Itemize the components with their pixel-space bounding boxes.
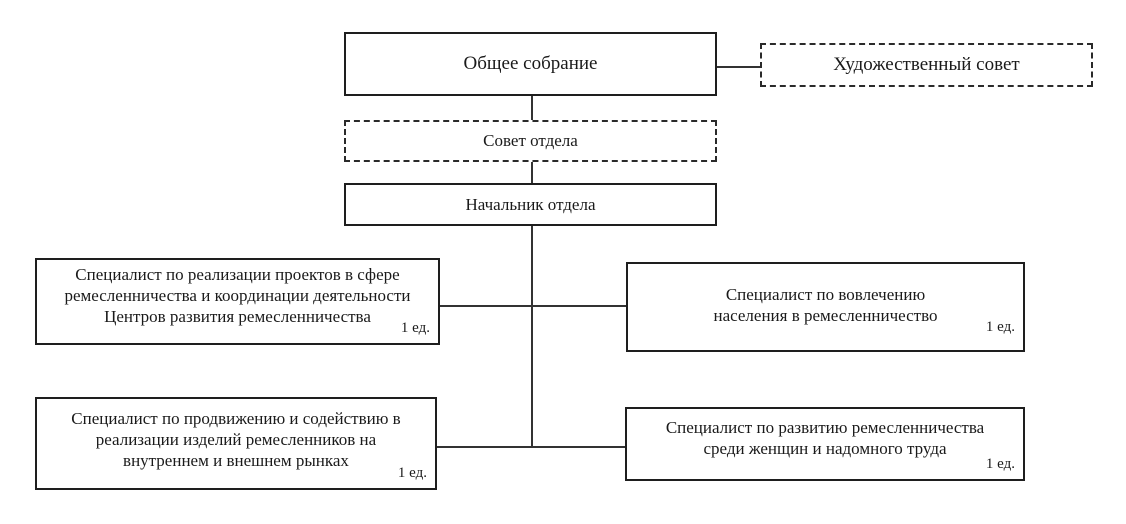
connector-head-trunk: [531, 226, 533, 447]
connector-branch-lower: [437, 446, 625, 448]
node-dept-council-label: Совет отдела: [483, 131, 578, 150]
node-specialist-projects: Специалист по реализации проектов в сфер…: [35, 258, 440, 345]
node-specialist-promotion-count: 1 ед.: [397, 465, 427, 481]
connector-general-to-dept-council: [531, 96, 533, 120]
node-art-council: Художественный совет: [760, 43, 1093, 87]
node-specialist-women-homework-count: 1 ед.: [985, 456, 1015, 472]
connector-dept-council-to-head: [531, 162, 533, 183]
node-art-council-label: Художественный совет: [833, 54, 1020, 75]
node-specialist-projects-label: Специалист по реализации проектов в сфер…: [64, 265, 411, 326]
node-specialist-promotion-label: Специалист по продвижению и содействию в…: [71, 409, 401, 470]
node-general-meeting-label: Общее собрание: [463, 53, 598, 74]
connector-general-to-art-council: [717, 66, 760, 68]
node-specialist-women-homework: Специалист по развитию ремесленничества …: [625, 407, 1025, 481]
node-specialist-engagement: Специалист по вовлечению населения в рем…: [626, 262, 1025, 352]
node-dept-council: Совет отдела: [344, 120, 717, 162]
node-specialist-engagement-label: Специалист по вовлечению населения в рем…: [713, 285, 938, 325]
node-specialist-women-homework-label: Специалист по развитию ремесленничества …: [665, 418, 985, 458]
connector-branch-upper: [440, 305, 626, 307]
node-specialist-projects-count: 1 ед.: [400, 320, 430, 336]
node-general-meeting: Общее собрание: [344, 32, 717, 96]
node-dept-head: Начальник отдела: [344, 183, 717, 226]
node-dept-head-label: Начальник отдела: [465, 194, 596, 214]
node-specialist-engagement-count: 1 ед.: [985, 319, 1015, 335]
node-specialist-promotion: Специалист по продвижению и содействию в…: [35, 397, 437, 490]
